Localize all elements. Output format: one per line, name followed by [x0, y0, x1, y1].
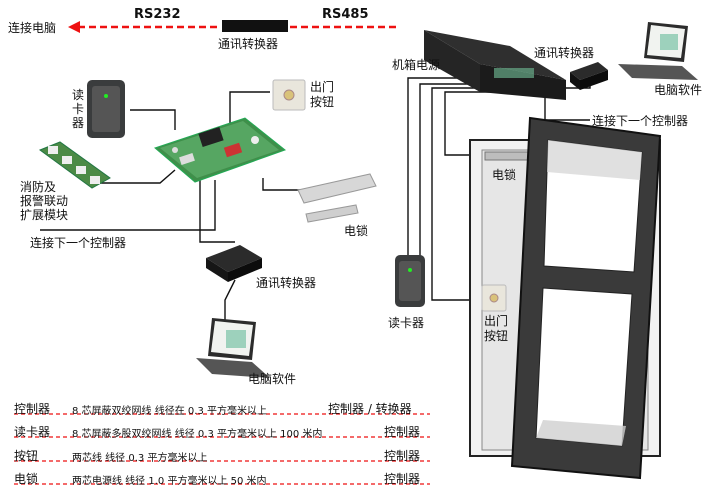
- fire-module-label-2: 报警联动: [20, 194, 69, 208]
- right-converter-label: 通讯转换器: [534, 46, 595, 60]
- fire-module-label-3: 扩展模块: [20, 208, 69, 222]
- left-card-reader: [87, 80, 125, 138]
- row-device: 控制器: [14, 402, 51, 416]
- right-exit-button-label: 出门按钮: [484, 314, 509, 343]
- right-card-reader: [395, 255, 425, 307]
- connect-pc-label: 连接电脑: [8, 21, 57, 35]
- top-rs-bus: [68, 20, 400, 33]
- row-spec: 两芯电源线 线径 1.0 平方毫米以上 50 米内: [72, 476, 267, 487]
- fire-module: [38, 141, 111, 189]
- right-card-reader-label: 读卡器: [388, 316, 425, 330]
- row-device: 电锁: [14, 472, 39, 486]
- left-electric-lock-label: 电锁: [344, 224, 369, 238]
- row-spec: 8 芯屏蔽多股双绞网线 线径 0.3 平方毫米以上 100 米内: [72, 429, 323, 440]
- table-underlines: [14, 413, 430, 485]
- left-converter-label: 通讯转换器: [256, 276, 317, 290]
- left-converter: [206, 245, 262, 282]
- rs232-label: RS232: [134, 7, 181, 22]
- row-spec: 8 芯屏蔽双绞网线 线径在 0.3 平方毫米以上: [72, 406, 267, 417]
- row-spec: 两芯线 线径 0.3 平方毫米以上: [72, 453, 208, 464]
- row-device: 按钮: [14, 449, 39, 463]
- left-electric-lock: [297, 173, 377, 223]
- left-exit-button: [272, 79, 306, 111]
- right-electric-lock-label: 电锁: [492, 168, 517, 182]
- power-box: [424, 30, 566, 100]
- right-laptop: [618, 22, 698, 80]
- top-converter-bar: [222, 20, 288, 32]
- right-converter: [570, 62, 608, 90]
- right-pc-software-label: 电脑软件: [654, 83, 703, 97]
- row-target: 控制器: [384, 425, 421, 439]
- row-device: 读卡器: [14, 425, 51, 439]
- rs485-label: RS485: [322, 7, 369, 22]
- fire-module-label-1: 消防及: [20, 180, 57, 194]
- left-laptop: [196, 318, 270, 378]
- controller-board: [154, 117, 287, 183]
- row-target: 控制器: [384, 449, 421, 463]
- open-door: [510, 116, 662, 480]
- left-pc-software-label: 电脑软件: [248, 372, 297, 386]
- row-target: 控制器: [384, 472, 421, 486]
- row-target: 控制器 / 转换器: [328, 402, 412, 416]
- arrow-left-icon: [68, 21, 80, 33]
- left-card-reader-label: 读卡器: [72, 88, 85, 130]
- left-next-controller-label: 连接下一个控制器: [30, 236, 127, 250]
- left-wires: [40, 91, 300, 322]
- right-exit-button: [481, 284, 507, 312]
- top-converter-label: 通讯转换器: [218, 37, 279, 51]
- right-next-controller-label: 连接下一个控制器: [592, 114, 689, 128]
- left-exit-button-label: 出门按钮: [310, 80, 335, 109]
- power-box-label: 机箱电源: [392, 58, 441, 72]
